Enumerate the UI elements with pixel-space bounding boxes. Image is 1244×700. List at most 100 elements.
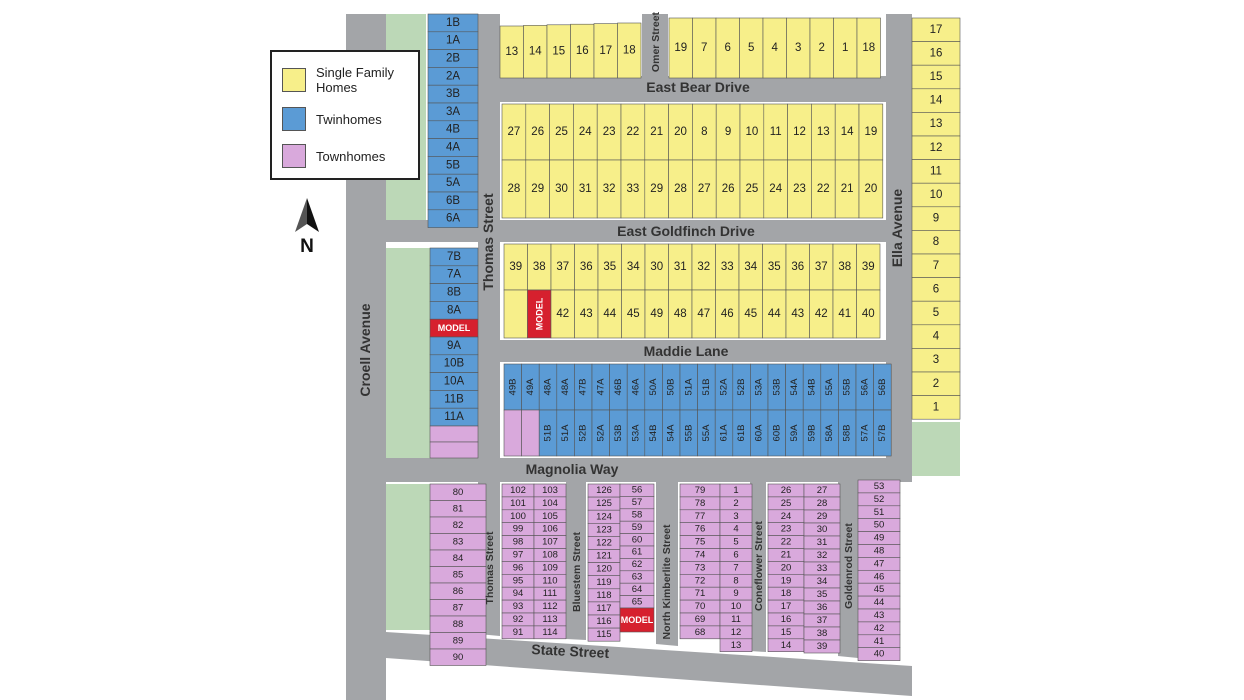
lot-number: 3A — [446, 106, 460, 118]
lot-number: 6B — [446, 195, 460, 207]
lot-number: 61A — [719, 424, 730, 442]
street-label-goldenrod: Goldenrod Street — [843, 523, 855, 609]
lot — [503, 289, 528, 339]
lot-number: 51B — [701, 379, 712, 396]
lot-number: 18 — [862, 42, 875, 54]
lot-number: 86 — [453, 586, 464, 597]
lot-number: 22 — [781, 537, 792, 548]
lot-number: 19 — [865, 126, 878, 138]
green-space-w — [386, 248, 430, 458]
legend-swatch-townhomes — [282, 144, 306, 168]
lot-number: 50A — [648, 378, 659, 396]
lot-number: 28 — [674, 183, 687, 195]
lot-number: 43 — [791, 308, 804, 320]
lot-number: 59A — [789, 424, 800, 442]
lot-number: 31 — [579, 183, 592, 195]
legend-item-townhomes: Townhomes — [282, 144, 411, 168]
lot-number: 2B — [446, 53, 460, 65]
lot-number: 23 — [603, 126, 616, 138]
lot-number: 10 — [930, 189, 943, 201]
lot-number: 43 — [580, 308, 593, 320]
lot-number: 81 — [453, 503, 464, 514]
lot-number: 33 — [721, 261, 734, 273]
lot — [429, 648, 487, 666]
lot-number: 12 — [930, 142, 943, 154]
magnolia-way-road — [346, 458, 912, 482]
lot-number: 106 — [542, 524, 558, 535]
lot-number: 91 — [513, 627, 524, 638]
lot-number: 97 — [513, 549, 524, 560]
north-arrow-icon — [295, 198, 319, 232]
lot-number: 54A — [789, 378, 800, 396]
lot-number: 11 — [731, 614, 741, 625]
lot-number: 2 — [819, 42, 825, 54]
green-space-se — [912, 422, 960, 476]
lot-number: 1A — [446, 35, 460, 47]
lot-number: 33 — [817, 563, 828, 574]
lot-number: 8 — [733, 575, 738, 586]
lot-number: 52A — [595, 424, 606, 442]
model-home-lot — [619, 607, 655, 633]
compass: N — [292, 196, 322, 262]
lot — [719, 638, 753, 652]
lot-number: 123 — [596, 524, 612, 535]
lot-number: 62 — [632, 559, 643, 570]
lot-number: 93 — [513, 601, 524, 612]
lot-number: 8 — [933, 236, 939, 248]
lot-number: 6 — [933, 283, 939, 295]
lot-number: 72 — [695, 575, 706, 586]
lot-number: 9 — [725, 126, 731, 138]
lot — [856, 17, 881, 79]
lot-number: 79 — [695, 485, 706, 496]
lot — [911, 395, 961, 420]
lot-number: 116 — [596, 616, 611, 627]
lot-number: 59B — [807, 425, 818, 442]
lot-number: 2 — [933, 378, 939, 390]
lot — [427, 209, 479, 228]
lot-number: 38 — [533, 261, 546, 273]
lot-number: 104 — [542, 498, 558, 509]
lot-number: 5 — [748, 42, 754, 54]
lot-number: 44 — [603, 308, 616, 320]
lot-number: 14 — [529, 46, 542, 58]
lot-number: 64 — [632, 584, 643, 595]
lot-number: 95 — [513, 575, 524, 586]
street-label-croell: Croell Avenue — [357, 303, 373, 396]
lot-number: 9 — [733, 588, 738, 599]
lot-number: 53B — [613, 425, 624, 442]
lot-number: 60B — [771, 425, 782, 442]
lot-number: 109 — [542, 562, 558, 573]
lot — [873, 409, 892, 457]
lot-number: 52B — [578, 425, 589, 442]
lot-number: 117 — [596, 603, 611, 614]
lot-number: 1B — [446, 17, 460, 29]
lot-number: 55B — [683, 425, 694, 442]
lot-number: 6 — [725, 42, 731, 54]
legend-swatch-twinhomes — [282, 107, 306, 131]
lot-number: 46 — [874, 571, 885, 582]
lot-number: 21 — [781, 549, 792, 560]
lot-number: 16 — [576, 45, 589, 57]
map-legend: Single Family Homes Twinhomes Townhomes — [270, 50, 420, 180]
lot-number: 112 — [542, 601, 557, 612]
lot-number: 31 — [674, 261, 687, 273]
lot-number: 84 — [453, 553, 464, 564]
lot-number: 3 — [733, 511, 738, 522]
lot-number: 17 — [930, 24, 943, 36]
lot-number: 36 — [791, 261, 804, 273]
lot-number: 55B — [842, 379, 853, 396]
lot-number: 5A — [446, 177, 460, 189]
lot-number: 18 — [781, 588, 792, 599]
lot-number: 30 — [817, 524, 828, 535]
lot-number: 113 — [542, 614, 557, 625]
lot-number: 27 — [698, 183, 711, 195]
lot-number: 11B — [444, 393, 464, 405]
lot-number: 61B — [736, 425, 747, 442]
lot-number: 52A — [719, 378, 730, 396]
lot-number: 32 — [697, 261, 710, 273]
lot-number: 51A — [683, 378, 694, 396]
lot-number: 100 — [510, 511, 526, 522]
lot-number: 45 — [627, 308, 640, 320]
lot-number: 26 — [781, 485, 792, 496]
